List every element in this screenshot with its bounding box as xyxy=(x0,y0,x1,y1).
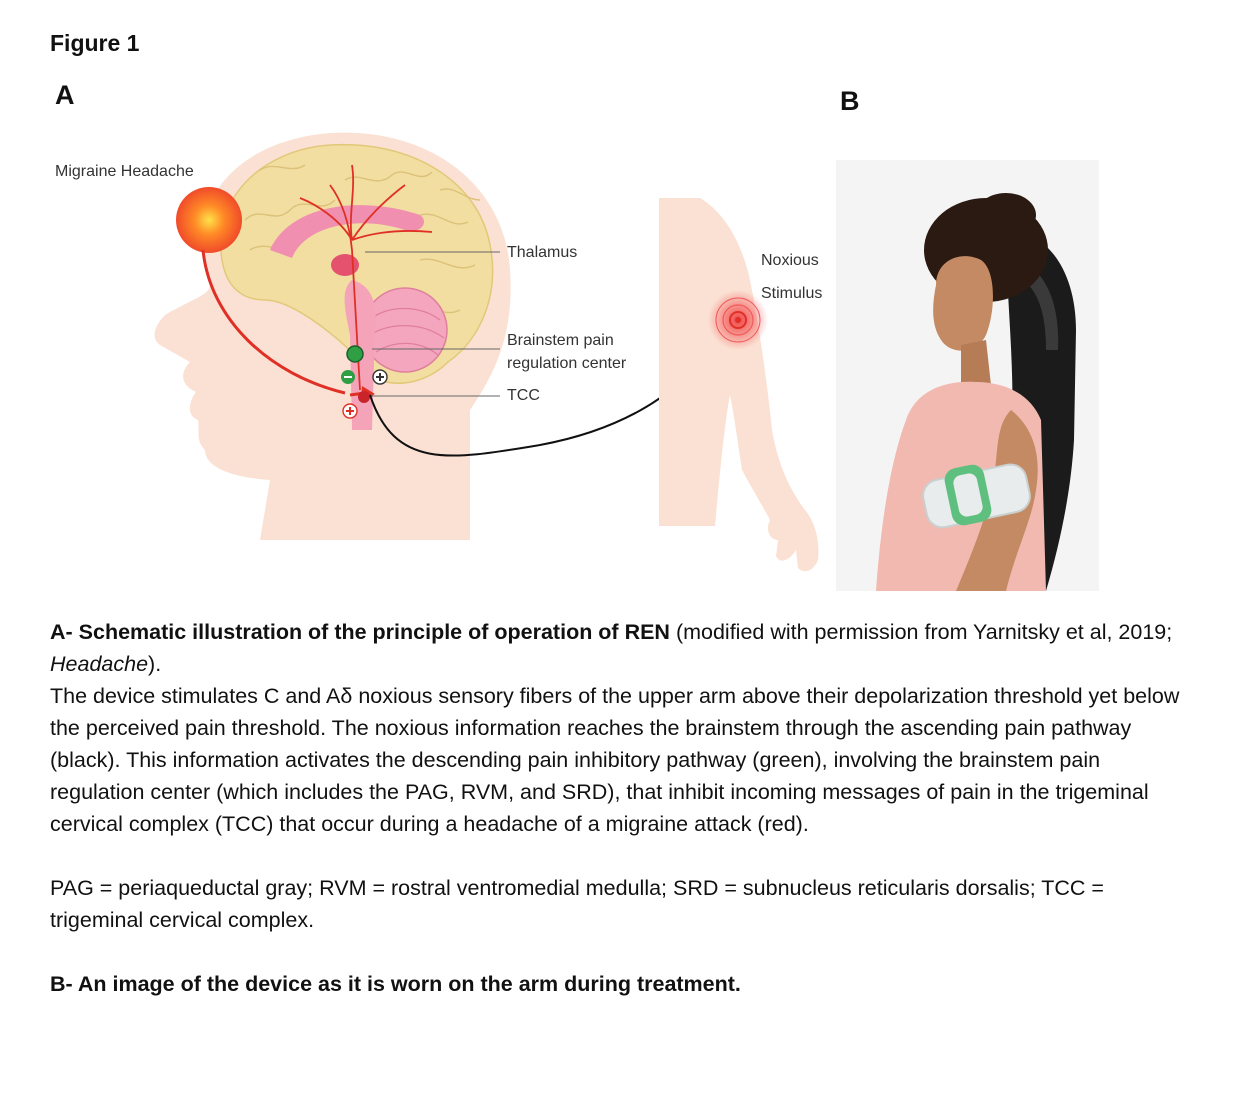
brainstem-node-green xyxy=(346,345,364,363)
caption-a-credit-pre: (modified with permission from Yarnitsky… xyxy=(669,620,1173,644)
cerebellum xyxy=(362,287,448,373)
device-photo xyxy=(836,160,1099,591)
arm-silhouette xyxy=(659,198,819,572)
corpus-callosum xyxy=(270,205,425,258)
label-noxious: Noxious xyxy=(761,252,819,269)
caption-b-text: B- An image of the device as it is worn … xyxy=(50,972,741,996)
excite-plus-icon xyxy=(372,369,388,385)
caption-abbreviations: PAG = periaqueductal gray; RVM = rostral… xyxy=(50,876,1104,932)
label-stimulus: Stimulus xyxy=(761,285,822,302)
pain-plus-icon xyxy=(342,403,358,419)
leader-lines xyxy=(365,251,500,397)
caption-a-line: A- Schematic illustration of the princip… xyxy=(50,616,1190,680)
ren-schematic: Migraine Headache Thalamus Brainstem pai… xyxy=(55,132,822,572)
caption-a-credit-post: ). xyxy=(148,652,162,676)
inhibit-minus-icon xyxy=(341,370,355,384)
thalamus-region xyxy=(331,254,359,276)
stimulus-target xyxy=(708,290,768,350)
panel-a-letter: A xyxy=(55,80,75,110)
label-migraine-headache: Migraine Headache xyxy=(55,163,194,180)
brain-gyri xyxy=(244,164,481,314)
figure-caption: A- Schematic illustration of the princip… xyxy=(50,616,1190,1000)
migraine-spot xyxy=(176,187,242,253)
label-brainstem-line1: Brainstem pain xyxy=(507,332,614,349)
caption-a-journal: Headache xyxy=(50,652,149,676)
figure-title: Figure 1 xyxy=(50,30,140,56)
panel-b-letter: B xyxy=(840,86,860,116)
label-thalamus: Thalamus xyxy=(507,244,577,261)
caption-a-body: The device stimulates C and Aδ noxious s… xyxy=(50,684,1180,836)
thalamic-projections xyxy=(299,164,433,391)
tcc-node-red xyxy=(358,391,370,403)
label-tcc: TCC xyxy=(507,387,540,404)
label-brainstem-line2: regulation center xyxy=(507,355,627,372)
caption-a-heading: A- Schematic illustration of the princip… xyxy=(50,620,670,644)
